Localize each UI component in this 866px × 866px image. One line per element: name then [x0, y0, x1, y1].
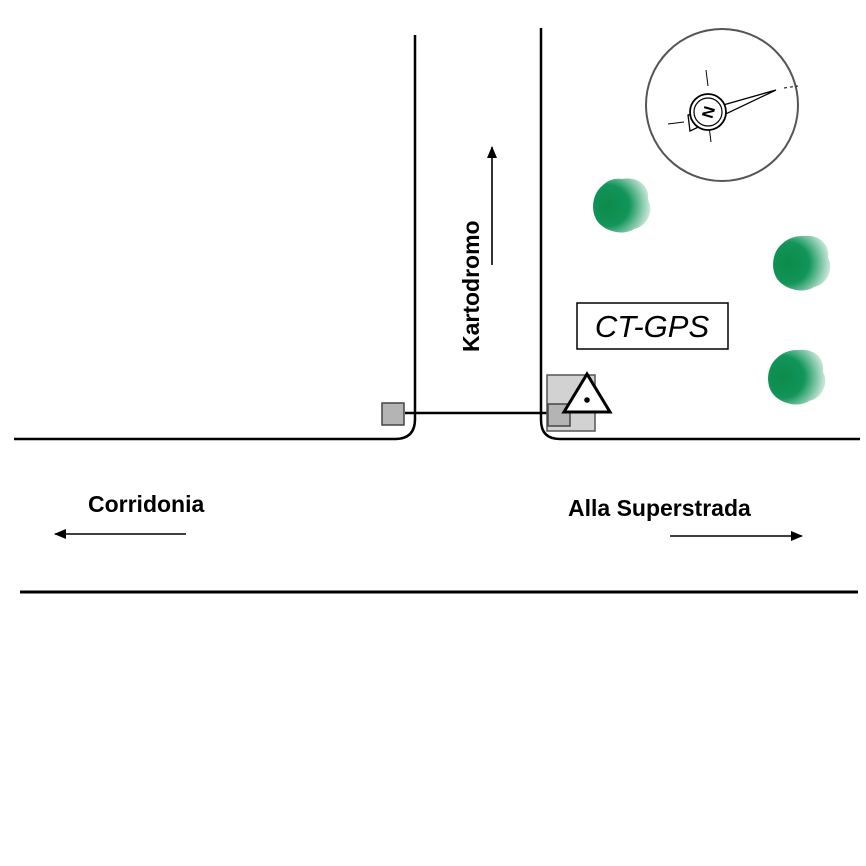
left-building-icon [381, 402, 405, 426]
tree-icon [593, 178, 651, 233]
tree-icon [768, 349, 826, 405]
main-road [14, 28, 860, 594]
main-road-north-edge-right [539, 28, 860, 441]
station-label-box: CT-GPS [576, 302, 729, 350]
tree-icon [773, 235, 831, 291]
main-road-north-edge-left [14, 35, 417, 441]
station-triangle-icon [561, 371, 613, 414]
right-destination-label: Alla Superstrada [568, 495, 751, 521]
left-destination-label: Corridonia [88, 491, 204, 517]
station-label: CT-GPS [595, 309, 710, 344]
side-road-label: Kartodromo [458, 220, 484, 352]
trees [593, 178, 831, 405]
compass-north-letter: N [700, 105, 720, 121]
compass-rose-icon: N [645, 28, 799, 182]
